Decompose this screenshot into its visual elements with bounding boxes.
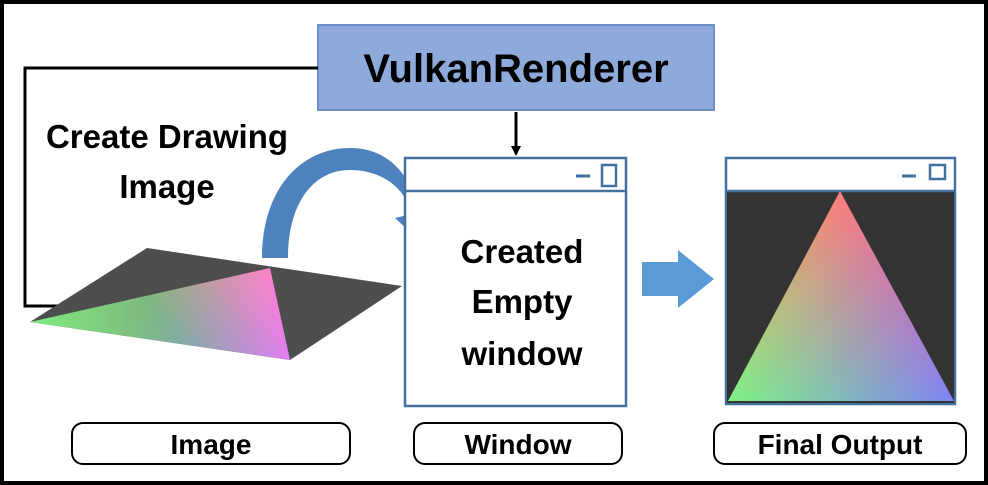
maximize-icon [600,163,618,188]
image-caption-box [71,422,351,465]
create-drawing-label-line1: Create Drawing [46,118,288,155]
image-triangle [30,268,290,360]
image-caption: Image [171,429,252,460]
vulkan-renderer-label: VulkanRenderer [363,47,668,91]
vulkan-renderer-box [317,24,715,111]
window-text-line2: Empty [472,283,574,320]
maximize-icon [928,163,947,181]
final-output-caption-box [713,422,967,465]
connector-to-image [23,66,318,311]
window-caption: Window [464,429,571,460]
final-output-caption: Final Output [758,429,923,460]
window-text-line1: Created [461,233,584,270]
block-arrow [642,250,714,308]
window-caption-box [413,422,623,465]
window-text-line3: window [461,335,583,372]
create-drawing-label-line2: Image [119,168,214,205]
final-triangle [728,191,954,401]
empty-window [403,156,628,408]
curved-arrow [262,148,438,258]
